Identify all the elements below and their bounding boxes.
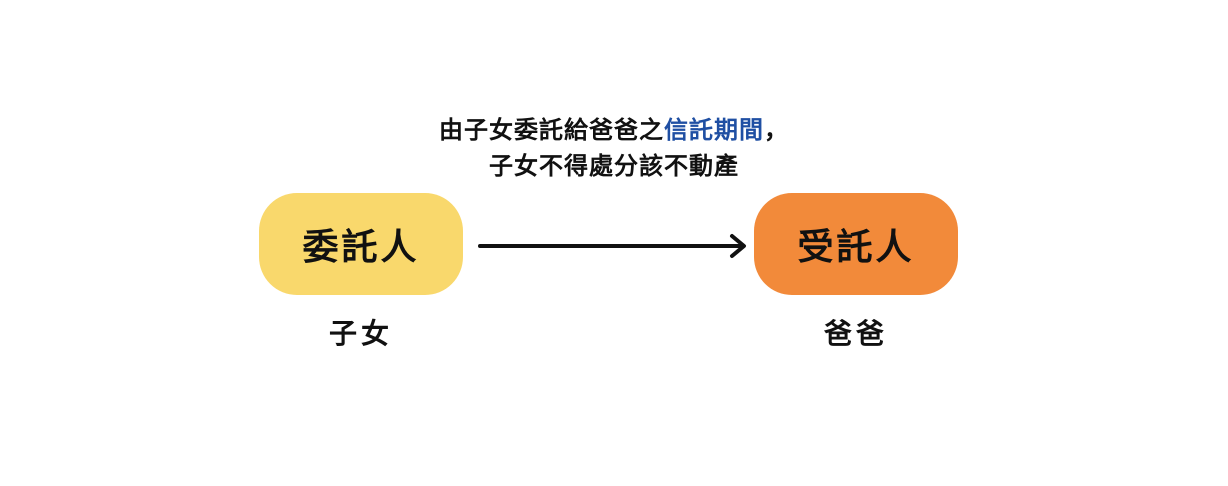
settlor-label: 委託人 bbox=[302, 227, 420, 268]
trustee-sublabel: 爸爸 bbox=[823, 317, 888, 350]
settlor-sublabel: 子女 bbox=[328, 317, 393, 350]
settlor-node: 委託人 bbox=[259, 193, 463, 295]
caption-highlight: 信託期間 bbox=[664, 116, 764, 144]
caption-suffix: ， bbox=[764, 116, 789, 144]
arrow-head bbox=[730, 234, 746, 258]
arrow-connector bbox=[478, 234, 746, 258]
diagram-caption: 由子女委託給爸爸之信託期間， 子女不得處分該不動產 bbox=[0, 112, 1228, 184]
trustee-label: 受託人 bbox=[797, 227, 915, 268]
caption-prefix: 由子女委託給爸爸之 bbox=[439, 116, 664, 144]
caption-line-1: 由子女委託給爸爸之信託期間， bbox=[0, 112, 1228, 148]
caption-line-2: 子女不得處分該不動產 bbox=[489, 152, 739, 180]
trustee-node: 受託人 bbox=[754, 193, 958, 295]
